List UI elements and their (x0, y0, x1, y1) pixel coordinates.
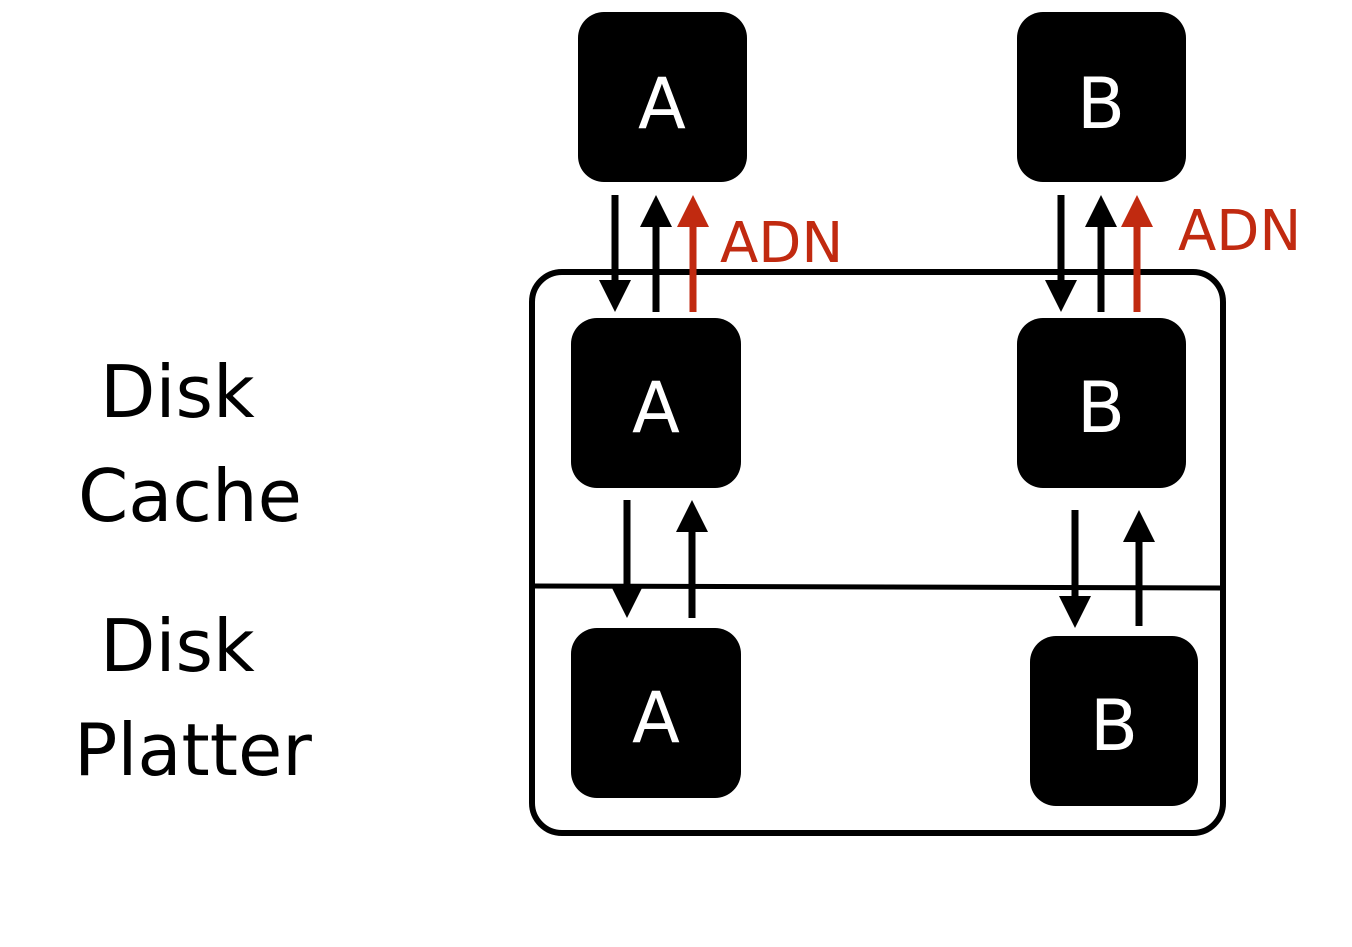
arrow-app-b-to-cache-b (1045, 195, 1077, 312)
disk-platter-label-line2: Platter (74, 708, 312, 792)
disk-platter-label: Disk Platter (74, 594, 312, 802)
adn-arrow-b (1121, 195, 1153, 312)
cache-node-b (1017, 318, 1186, 488)
app-node-a (578, 12, 747, 182)
platter-node-a-label: A (632, 677, 680, 759)
platter-node-a (571, 628, 741, 798)
disk-cache-label-line1: Disk (100, 350, 255, 434)
arrow-cache-a-to-app-a (640, 195, 672, 312)
disk-cache-label: Disk Cache (78, 340, 302, 548)
arrow-cache-b-to-app-b (1085, 195, 1117, 312)
arrow-cache-a-to-platter-a (611, 500, 643, 618)
app-node-b-label: B (1077, 63, 1125, 145)
cache-platter-divider (531, 583, 1224, 591)
adn-label-b: ADN (1178, 199, 1301, 264)
cache-node-a-label: A (632, 367, 680, 449)
cache-node-a (571, 318, 741, 488)
arrow-platter-b-to-cache-b (1123, 510, 1155, 626)
platter-node-b-label: B (1090, 685, 1138, 767)
arrow-platter-a-to-cache-a (676, 500, 708, 618)
disk-enclosure (529, 269, 1226, 836)
platter-node-b (1030, 636, 1198, 806)
disk-cache-label-line2: Cache (78, 454, 302, 538)
adn-label-a: ADN (720, 211, 843, 276)
adn-arrow-a (677, 195, 709, 312)
app-node-b (1017, 12, 1186, 182)
arrow-app-a-to-cache-a (599, 195, 631, 312)
arrow-cache-b-to-platter-b (1059, 510, 1091, 628)
disk-platter-label-line1: Disk (100, 604, 255, 688)
cache-node-b-label: B (1077, 367, 1125, 449)
app-node-a-label: A (638, 63, 686, 145)
